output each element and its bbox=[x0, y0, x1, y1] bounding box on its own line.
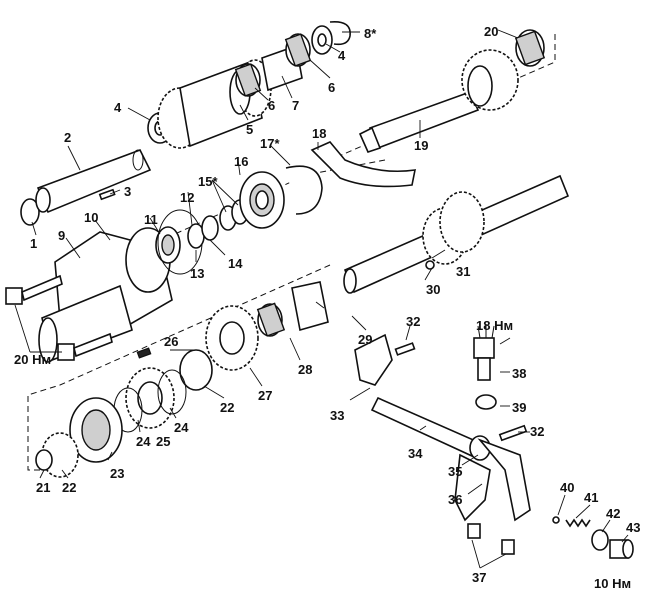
callout-33: 33 bbox=[330, 408, 344, 423]
callout-17: 17* bbox=[260, 136, 280, 151]
spacer-4-right bbox=[311, 25, 333, 55]
callout-19: 19 bbox=[414, 138, 428, 153]
spring-41 bbox=[565, 518, 591, 528]
callout-8: 8* bbox=[364, 26, 377, 41]
pad-37b bbox=[501, 539, 515, 555]
torque-18nm: 18 Нм bbox=[476, 318, 513, 333]
callout-labels: 1 2 3 4 5 6 7 6 4 8* 20 19 18 17* 16 15*… bbox=[14, 24, 640, 591]
callout-42: 42 bbox=[606, 506, 620, 521]
callout-4-right: 4 bbox=[338, 48, 346, 63]
callout-27: 27 bbox=[258, 388, 272, 403]
callout-41: 41 bbox=[584, 490, 598, 505]
bracket-18 bbox=[310, 141, 417, 188]
circlip-1 bbox=[20, 198, 40, 226]
torque-10nm: 10 Нм bbox=[594, 576, 631, 591]
callout-24-left: 24 bbox=[136, 434, 151, 449]
plug-43 bbox=[609, 539, 634, 559]
ball-30 bbox=[425, 260, 435, 270]
gear-27 bbox=[205, 305, 259, 371]
callout-15: 15* bbox=[198, 174, 218, 189]
pin-3 bbox=[98, 188, 116, 201]
fork-35 bbox=[469, 435, 531, 522]
ball-40 bbox=[552, 516, 560, 524]
leader-lines bbox=[14, 29, 629, 569]
callout-35: 35 bbox=[448, 464, 462, 479]
bolt-upper bbox=[5, 274, 63, 305]
ring-14 bbox=[201, 215, 219, 241]
callout-21: 21 bbox=[36, 480, 50, 495]
callout-39: 39 bbox=[512, 400, 526, 415]
washer-39 bbox=[475, 394, 497, 410]
housing-group bbox=[5, 165, 323, 363]
bearing-6-left bbox=[234, 63, 262, 97]
seal-11 bbox=[155, 226, 181, 264]
callout-28: 28 bbox=[298, 362, 312, 377]
callout-5: 5 bbox=[246, 122, 253, 137]
callout-20-top: 20 bbox=[484, 24, 498, 39]
plate-29 bbox=[291, 281, 329, 332]
callout-1: 1 bbox=[30, 236, 37, 251]
callout-32-right: 32 bbox=[530, 424, 544, 439]
callout-9: 9 bbox=[58, 228, 65, 243]
callout-25: 25 bbox=[156, 434, 170, 449]
callout-6-left: 6 bbox=[268, 98, 275, 113]
ring-17 bbox=[285, 165, 323, 215]
callout-6-right: 6 bbox=[328, 80, 335, 95]
nut-21 bbox=[35, 449, 53, 471]
sensor-38 bbox=[473, 324, 495, 381]
callout-14: 14 bbox=[228, 256, 243, 271]
bearing-20 bbox=[514, 29, 546, 67]
callout-36: 36 bbox=[448, 492, 462, 507]
lower-gear-group bbox=[35, 281, 329, 478]
callout-37: 37 bbox=[472, 570, 486, 585]
callout-7: 7 bbox=[292, 98, 299, 113]
pad-37a bbox=[467, 523, 481, 539]
callout-24-right: 24 bbox=[174, 420, 189, 435]
callout-11: 11 bbox=[144, 212, 158, 227]
shaft-19-group bbox=[358, 29, 546, 153]
callout-31: 31 bbox=[456, 264, 470, 279]
main-shaft-31 bbox=[343, 174, 570, 294]
callout-10: 10 bbox=[84, 210, 98, 225]
bearing-6-right bbox=[284, 33, 312, 67]
key-26 bbox=[136, 347, 152, 359]
callout-16: 16 bbox=[234, 154, 248, 169]
torque-20nm: 20 Нм bbox=[14, 352, 51, 367]
bolt-lower bbox=[57, 332, 113, 361]
callout-30: 30 bbox=[426, 282, 440, 297]
callout-18: 18 bbox=[312, 126, 326, 141]
snap-ring-8 bbox=[329, 20, 351, 46]
callout-38: 38 bbox=[512, 366, 526, 381]
sleeve-23 bbox=[69, 397, 123, 463]
housing-9-10 bbox=[38, 227, 173, 363]
callout-32-upper: 32 bbox=[406, 314, 420, 329]
washer-42 bbox=[591, 529, 609, 551]
callout-34: 34 bbox=[408, 446, 423, 461]
shaft-2 bbox=[35, 148, 152, 214]
shift-mechanism bbox=[354, 324, 634, 559]
bearing-16 bbox=[239, 171, 285, 229]
callout-43: 43 bbox=[626, 520, 640, 535]
bearing-28 bbox=[256, 302, 286, 337]
callout-29: 29 bbox=[358, 332, 372, 347]
callout-2: 2 bbox=[64, 130, 71, 145]
callout-40: 40 bbox=[560, 480, 574, 495]
callout-4-left: 4 bbox=[114, 100, 122, 115]
pin-32-right bbox=[498, 424, 528, 442]
callout-22-lower: 22 bbox=[62, 480, 76, 495]
callout-13: 13 bbox=[190, 266, 204, 281]
pin-32-upper bbox=[394, 342, 416, 356]
lever-33 bbox=[354, 333, 393, 386]
fork-36 bbox=[454, 453, 491, 522]
ring-24-right bbox=[157, 369, 187, 415]
callout-12: 12 bbox=[180, 190, 194, 205]
callout-26: 26 bbox=[164, 334, 178, 349]
callout-22-upper: 22 bbox=[220, 400, 234, 415]
callout-3: 3 bbox=[124, 184, 131, 199]
synchro-25 bbox=[125, 367, 175, 429]
callout-23: 23 bbox=[110, 466, 124, 481]
